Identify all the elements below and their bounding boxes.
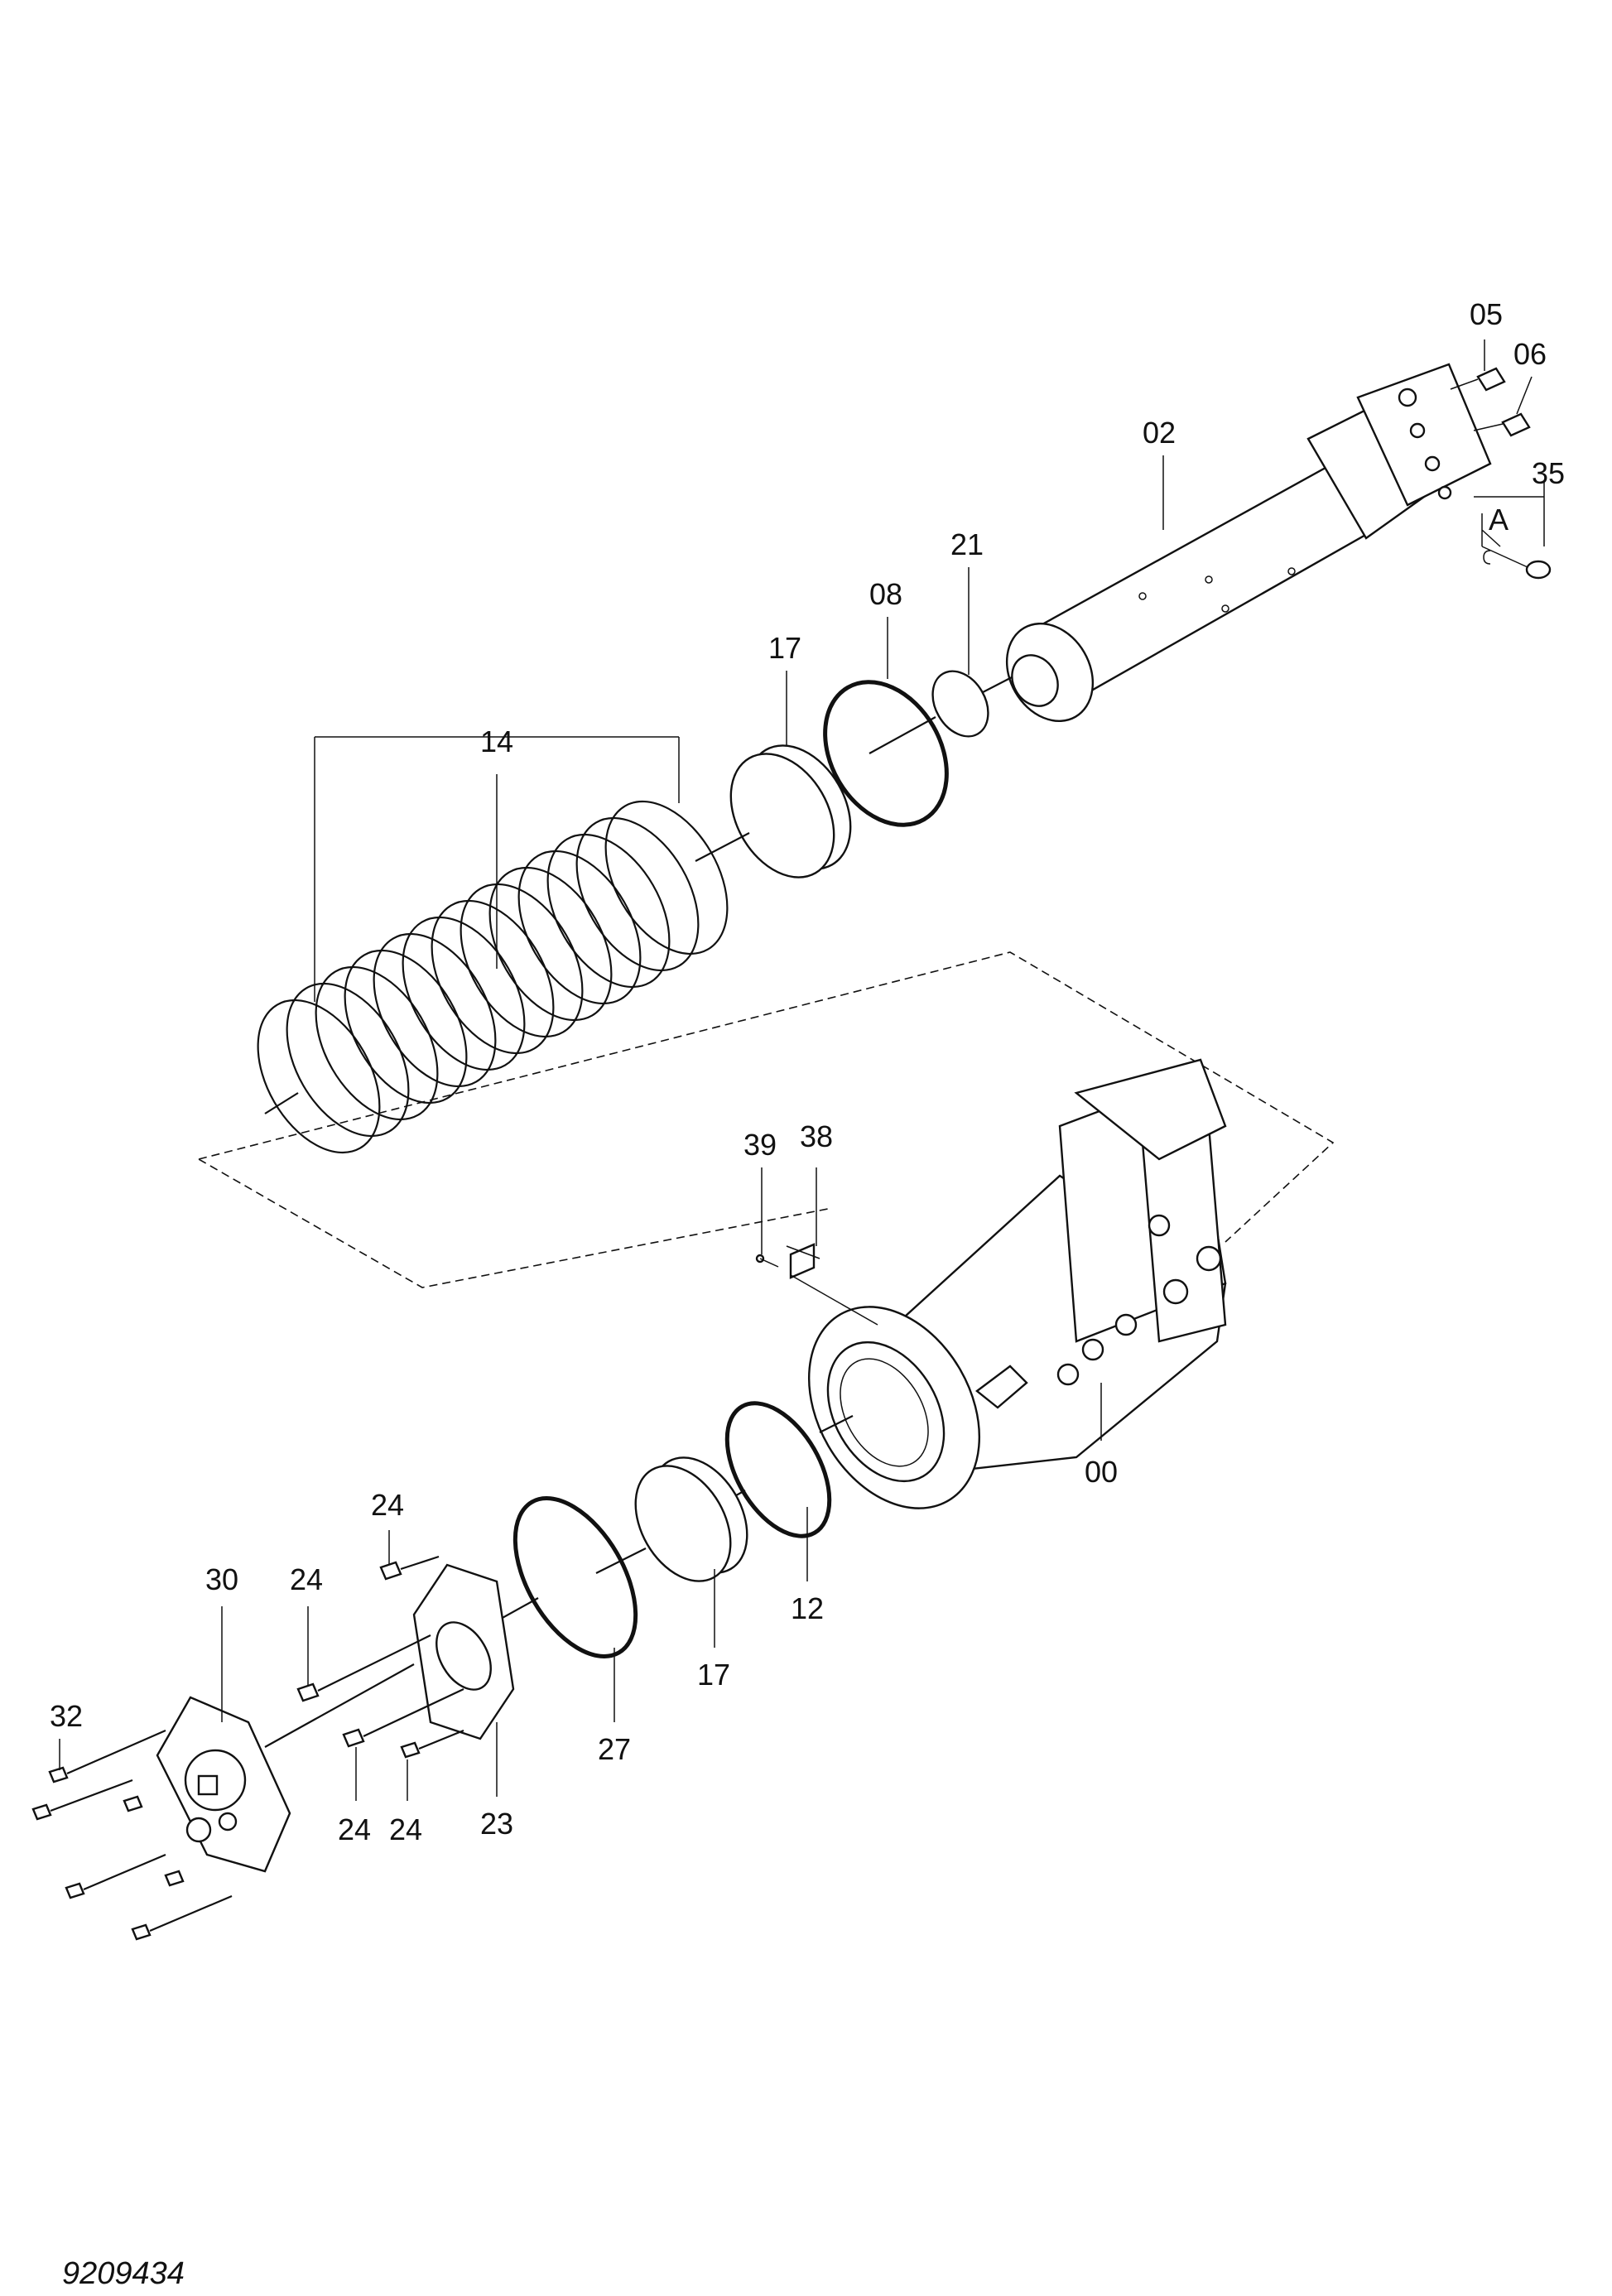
callout-17-bottom: 17	[697, 1658, 730, 1692]
callout-08: 08	[869, 577, 902, 611]
cover-part-30	[156, 1663, 415, 1873]
callout-38: 38	[800, 1119, 833, 1153]
plate-part-23	[412, 1563, 515, 1740]
spring-part-14	[257, 800, 729, 1154]
bolt-parts	[31, 1555, 464, 1941]
callout-06: 06	[1513, 337, 1547, 371]
ring-part-21	[931, 670, 989, 738]
callout-A: A	[1489, 503, 1509, 537]
callout-12: 12	[791, 1591, 824, 1625]
callout-05: 05	[1470, 297, 1503, 331]
callout-24-bottom-right: 24	[389, 1812, 422, 1846]
callout-27: 27	[598, 1732, 631, 1766]
callout-17-top: 17	[768, 631, 801, 665]
callout-35: 35	[1532, 456, 1565, 490]
callout-30: 30	[205, 1562, 238, 1596]
oring-part-08	[823, 680, 949, 827]
callout-leaders	[59, 339, 1545, 1801]
callout-39: 39	[743, 1128, 777, 1162]
callout-02: 02	[1143, 416, 1176, 450]
parts-38-39	[755, 1243, 878, 1326]
assembly-dashed-outline	[198, 951, 1335, 1288]
callout-24-left: 24	[290, 1562, 323, 1596]
housing-part-00	[807, 1058, 1227, 1509]
callout-32: 32	[50, 1699, 83, 1733]
callout-23: 23	[480, 1807, 513, 1841]
cylinder-part-02	[960, 363, 1492, 723]
bushing-part-17-top	[729, 744, 852, 878]
spring-leader-lines	[314, 736, 680, 1002]
callout-00: 00	[1085, 1455, 1118, 1489]
callout-14: 14	[480, 724, 513, 758]
callout-24-top: 24	[371, 1488, 404, 1522]
oring-part-12	[724, 1401, 832, 1538]
callout-21: 21	[950, 527, 984, 561]
callout-24-bottom-left: 24	[338, 1812, 371, 1846]
bushing-part-17-bottom	[634, 1456, 748, 1582]
plug-parts	[1450, 367, 1552, 580]
reference-code: 9209434	[62, 2256, 185, 2291]
